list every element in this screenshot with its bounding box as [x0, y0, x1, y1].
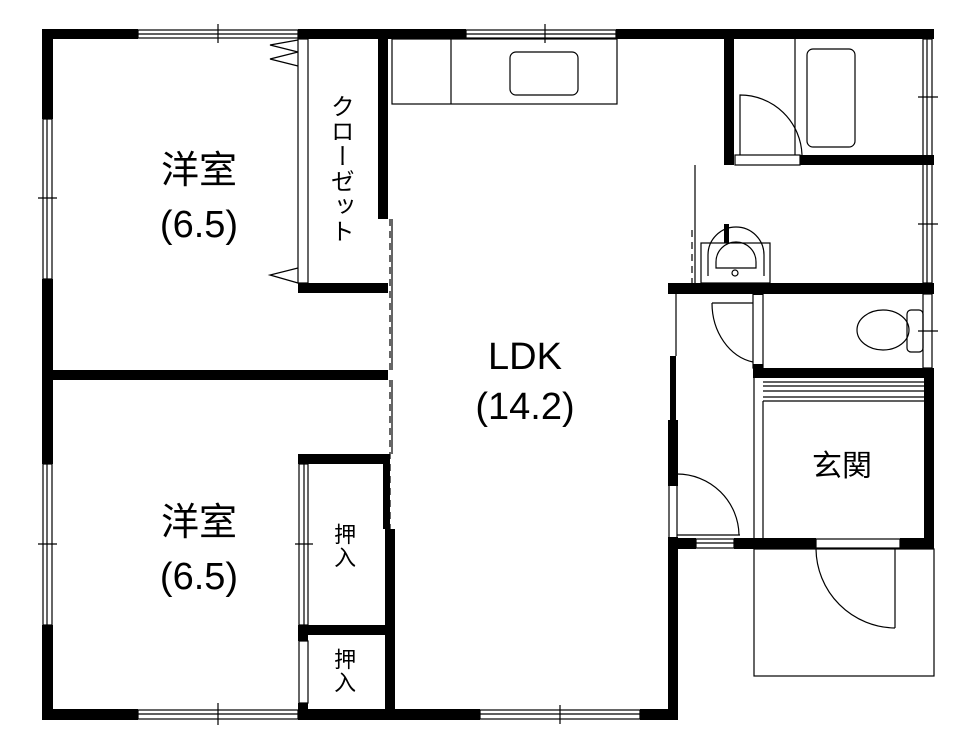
room-size-ldk: (14.2) — [475, 386, 575, 428]
room-label-entrance: 玄関 — [812, 450, 872, 483]
entrance — [753, 381, 935, 677]
wash-room — [691, 165, 771, 284]
toilet-icon — [856, 309, 910, 351]
room-label-ldk: LDK — [488, 336, 562, 378]
washbasin-icon — [731, 269, 739, 277]
room-label-closet: クローゼット — [326, 94, 354, 244]
room-size-western-2: (6.5) — [159, 556, 239, 598]
storage-doors — [295, 463, 313, 704]
kitchen-counter — [391, 38, 618, 105]
room-label-western-1: 洋室 — [160, 150, 237, 192]
closet-folding-doors — [267, 38, 309, 284]
room-label-storage-1: 押入 — [331, 523, 357, 569]
bathroom — [734, 39, 856, 166]
room-label-storage-2: 押入 — [331, 648, 357, 694]
toilet-room — [711, 293, 924, 369]
hallway — [668, 294, 755, 539]
bathtub-icon — [806, 48, 856, 148]
room-size-western-1: (6.5) — [159, 204, 239, 246]
kitchen-sink-icon — [509, 51, 579, 96]
room-label-western-2: 洋室 — [160, 502, 237, 544]
walls — [42, 29, 934, 720]
ldk-openings — [389, 219, 393, 529]
windows — [38, 24, 938, 725]
